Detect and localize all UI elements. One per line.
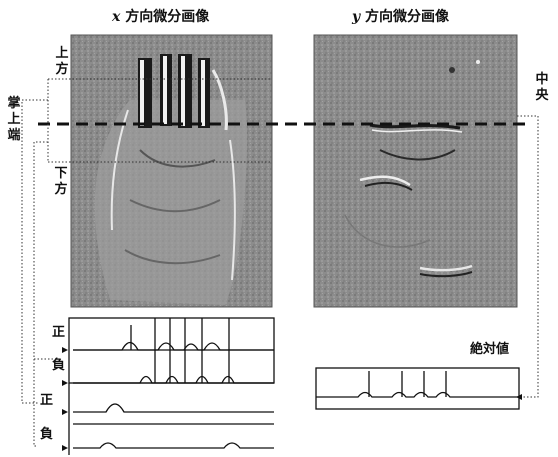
absolute-value-label: 絶対値 — [470, 342, 509, 357]
lower-label: 下方 — [53, 166, 69, 198]
y-profile-box — [316, 368, 519, 409]
x-derivative-image — [48, 35, 272, 307]
band-profiles — [69, 383, 274, 455]
center-label: 中央 — [534, 72, 550, 104]
y-image-title-var: y — [352, 9, 360, 25]
y-derivative-image — [314, 35, 517, 307]
x-profile-box — [69, 318, 274, 383]
negative-label-1: 負 — [52, 358, 65, 373]
positive-label-2: 正 — [40, 393, 53, 408]
palm-edge-label: 掌上端 — [6, 96, 22, 144]
x-image-title: x 方向微分画像 — [112, 6, 209, 26]
y-image-title: y 方向微分画像 — [352, 6, 449, 26]
y-image-title-rest: 方向微分画像 — [360, 9, 449, 25]
row-arrows — [62, 347, 522, 451]
upper-label: 上方 — [54, 46, 70, 78]
x-image-title-rest: 方向微分画像 — [120, 9, 209, 25]
positive-label-1: 正 — [52, 325, 65, 340]
negative-label-2: 負 — [40, 427, 53, 442]
